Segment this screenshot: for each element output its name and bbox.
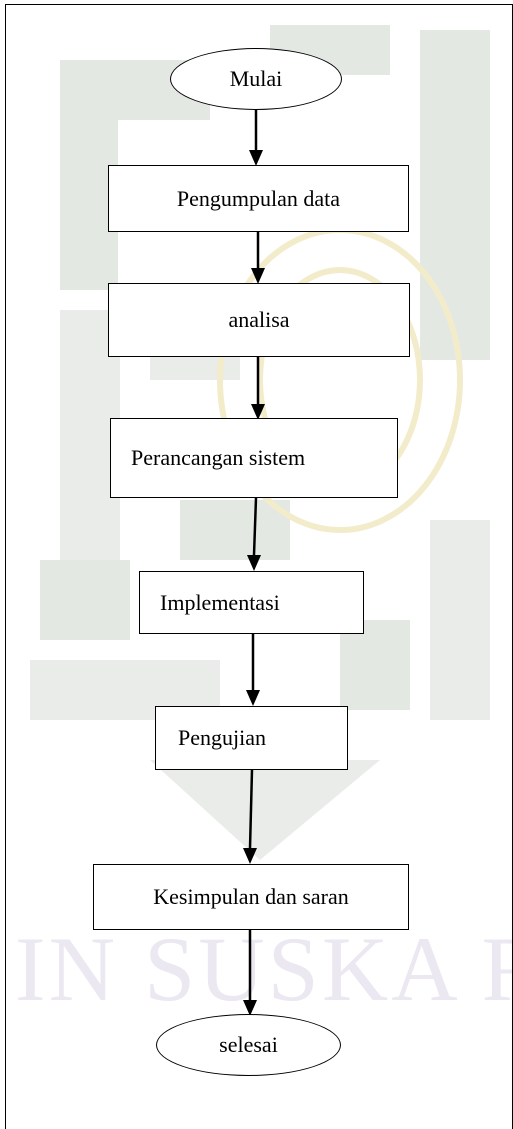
process-step-label: analisa [228,307,290,332]
end-terminal: selesai [156,1014,341,1076]
process-step-label: Implementasi [160,589,280,615]
process-step-label: Kesimpulan dan saran [153,884,349,909]
process-step-label: Perancangan sistem [131,445,306,470]
process-step-label: Pengujian [178,725,266,750]
process-step-perancangan-sistem: Perancangan sistem [110,418,398,498]
process-step-kesimpulan-dan-saran: Kesimpulan dan saran [93,864,409,930]
process-step-implementasi: Implementasi [139,571,364,634]
process-step-pengujian: Pengujian [155,706,348,770]
start-terminal: Mulai [170,48,342,110]
start-terminal-label: Mulai [229,66,283,91]
process-step-label: Pengumpulan data [176,185,341,211]
process-step-analisa: analisa [108,283,410,357]
watermark-text: IN SUSKA R [15,918,513,1020]
end-terminal-label: selesai [219,1032,278,1057]
process-step-pengumpulan-data: Pengumpulan data [108,165,409,232]
